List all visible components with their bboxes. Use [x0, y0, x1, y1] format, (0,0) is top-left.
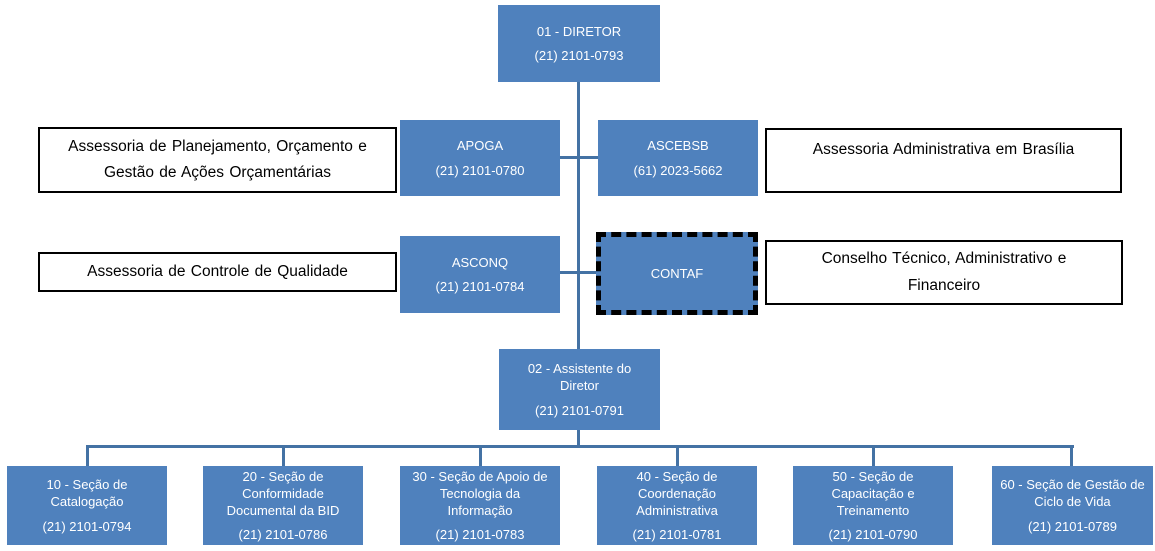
node-apoga: APOGA (21) 2101-0780 [400, 120, 560, 196]
node-secao-10-phone: (21) 2101-0794 [42, 518, 132, 534]
node-secao-40-coordenacao: 40 - Seção de Coordenação Administrativa… [597, 466, 757, 545]
node-ascebsb: ASCEBSB (61) 2023-5662 [598, 120, 758, 196]
label-assessoria-planejamento: Assessoria de Planejamento, Orçamento e … [38, 127, 397, 193]
node-secao-20-name: 20 - Seção de Conformidade Documental da… [226, 468, 340, 518]
node-secao-20-conformidade: 20 - Seção de Conformidade Documental da… [203, 466, 363, 545]
node-secao-10-catalogacao: 10 - Seção de Catalogação (21) 2101-0794 [7, 466, 167, 545]
connector-row2 [560, 156, 598, 159]
node-ascebsb-name: ASCEBSB [647, 138, 709, 154]
node-secao-50-capacitacao: 50 - Seção de Capacitação e Treinamento … [793, 466, 953, 545]
node-secao-60-name: 60 - Seção de Gestão de Ciclo de Vida [1000, 477, 1145, 510]
node-diretor-phone: (21) 2101-0793 [534, 48, 624, 63]
node-secao-40-name: 40 - Seção de Coordenação Administrativa [636, 468, 718, 518]
label-assessoria-qualidade: Assessoria de Controle de Qualidade [38, 252, 397, 292]
connector-stub-secao-60 [1070, 445, 1073, 466]
node-secao-60-phone: (21) 2101-0789 [1028, 518, 1117, 534]
node-contaf: CONTAF [596, 232, 758, 315]
node-asconq-phone: (21) 2101-0784 [435, 279, 525, 294]
node-assistente-name: 02 - Assistente do Diretor [527, 361, 632, 394]
connector-stub-secao-20 [282, 445, 285, 466]
node-secao-50-name: 50 - Seção de Capacitação e Treinamento [831, 468, 915, 518]
node-asconq-name: ASCONQ [451, 254, 509, 270]
node-assistente-diretor: 02 - Assistente do Diretor (21) 2101-079… [499, 349, 660, 430]
connector-stub-secao-40 [676, 445, 679, 466]
node-secao-60-ciclo-vida: 60 - Seção de Gestão de Ciclo de Vida (2… [992, 466, 1153, 545]
node-apoga-phone: (21) 2101-0780 [435, 162, 525, 178]
node-secao-30-phone: (21) 2101-0783 [435, 527, 525, 543]
connector-stub-secao-30 [479, 445, 482, 466]
node-secao-40-phone: (21) 2101-0781 [632, 527, 722, 543]
label-assessoria-brasilia: Assessoria Administrativa em Brasília [765, 128, 1122, 193]
node-asconq: ASCONQ (21) 2101-0784 [400, 236, 560, 313]
node-contaf-name: CONTAF [650, 265, 704, 281]
node-secao-30-name: 30 - Seção de Apoio de Tecnologia da Inf… [412, 468, 548, 518]
node-diretor-name: 01 - DIRETOR [536, 23, 622, 39]
node-secao-50-phone: (21) 2101-0790 [828, 527, 918, 543]
node-apoga-name: APOGA [456, 138, 504, 154]
connector-trunk [577, 82, 580, 349]
node-secao-30-tecnologia: 30 - Seção de Apoio de Tecnologia da Inf… [400, 466, 560, 545]
connector-stub-secao-10 [86, 445, 89, 466]
connector-row3 [560, 271, 596, 274]
label-conselho-tecnico: Conselho Técnico, Administrativo e Finan… [765, 240, 1123, 305]
node-ascebsb-phone: (61) 2023-5662 [633, 162, 723, 178]
connector-assistente-drop [577, 430, 580, 447]
connector-bottom-rail [86, 445, 1074, 448]
node-diretor: 01 - DIRETOR (21) 2101-0793 [498, 5, 660, 82]
connector-stub-secao-50 [872, 445, 875, 466]
node-secao-20-phone: (21) 2101-0786 [238, 527, 328, 543]
node-assistente-phone: (21) 2101-0791 [535, 402, 624, 418]
node-secao-10-name: 10 - Seção de Catalogação [46, 477, 128, 510]
